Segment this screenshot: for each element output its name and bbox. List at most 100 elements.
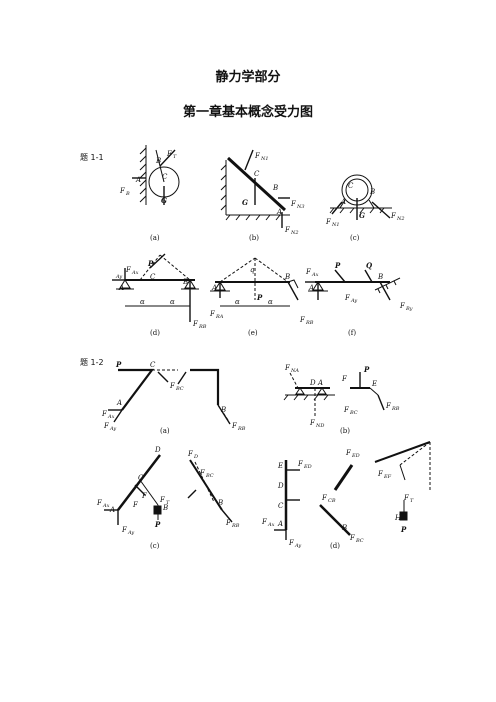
label-G: G	[242, 198, 248, 207]
label-P: P	[334, 261, 341, 270]
label-FRB: F	[225, 519, 232, 527]
label-C: C	[254, 170, 260, 178]
sub-Ay: Ay	[115, 274, 122, 280]
sub-N1: N1	[260, 156, 269, 162]
label-G: G	[359, 211, 365, 220]
sub-ED-2: ED	[351, 453, 360, 459]
label-alpha-2: α	[268, 298, 273, 306]
label-B: B	[341, 524, 347, 532]
caption-1-2-a: (a)	[160, 427, 170, 435]
label-C: C	[150, 361, 156, 369]
label-FRB: F	[299, 316, 306, 324]
sub-RB: RB	[391, 406, 400, 412]
problem-1-2-label: 题 1-2	[80, 358, 104, 367]
label-B: B	[155, 157, 161, 165]
label-FEF: F	[377, 470, 384, 478]
label-H: H	[394, 514, 402, 522]
sub-BC: BC	[349, 410, 358, 416]
label-A: A	[317, 379, 323, 387]
caption-1-1-f: (f)	[348, 329, 356, 337]
label-FT-2: F	[159, 496, 166, 504]
label-FT: F	[403, 494, 410, 502]
label-D: D	[277, 482, 284, 490]
label-E: E	[277, 462, 283, 470]
label-FRA: F	[209, 310, 216, 318]
sub-RB: RB	[305, 320, 314, 326]
label-FBC-prime: F	[341, 375, 348, 383]
label-FBC-prime: F	[141, 492, 148, 500]
sub-By: By	[405, 306, 413, 312]
label-P: P	[154, 520, 161, 529]
sub-T: T	[166, 500, 170, 506]
label-FT: F	[166, 150, 173, 158]
label-B: B	[220, 406, 226, 414]
sub-B: B	[125, 191, 130, 197]
label-D: D	[309, 379, 316, 387]
label-FAy: F	[344, 294, 351, 302]
label-C: C	[278, 502, 284, 510]
figure-1-1-b: F N1 C B G A F N3 F N2	[220, 149, 305, 236]
label-G: G	[161, 196, 167, 205]
sub-N1: N1	[331, 222, 340, 228]
sub-T: T	[410, 498, 414, 504]
sub-T: T	[173, 154, 177, 160]
sub-N2: N2	[290, 230, 299, 236]
label-FRB: F	[192, 320, 199, 328]
sub-RB: RB	[237, 426, 246, 432]
sub-BC: BC	[355, 538, 364, 544]
label-FN1: F	[325, 218, 332, 226]
caption-1-1-e: (e)	[248, 329, 258, 337]
label-FAx: F	[261, 518, 268, 526]
sub-BC-2: BC	[205, 473, 214, 479]
sub-N3: N3	[296, 204, 305, 210]
chapter-title: 第一章基本概念受力图	[182, 105, 313, 120]
label-Q: Q	[366, 261, 372, 270]
sub-Ay: Ay	[294, 543, 301, 549]
problem-1-1-label: 题 1-1	[80, 153, 104, 162]
label-FT: F	[132, 501, 139, 509]
label-FED-prime: F	[297, 460, 304, 468]
figure-1-1-d: F Ax P C A B α α F RB Ay	[112, 253, 207, 330]
sub-Ay: Ay	[350, 298, 357, 304]
label-P: P	[256, 293, 263, 302]
label-B: B	[182, 278, 188, 286]
sub-ND: ND	[315, 423, 324, 429]
figure-1-1-c: C A B G F N1 F N2	[325, 174, 405, 228]
label-FN2: F	[390, 212, 397, 220]
sub-BC: BC	[175, 386, 184, 392]
label-FED: F	[345, 449, 352, 457]
label-FN1: F	[254, 152, 261, 160]
label-C: C	[162, 173, 168, 181]
figure-1-1-a: B F T A F B C G	[119, 145, 180, 205]
sub-RB: RB	[198, 324, 207, 330]
label-B: B	[369, 188, 375, 196]
page-title: 静力学部分	[215, 70, 281, 85]
label-FD: F	[187, 450, 194, 458]
label-FN3: F	[290, 200, 297, 208]
figure-1-2-d: E D C A F ED F Ax F Ay F ED F CB B F BC …	[261, 441, 431, 549]
label-FCB: F	[321, 494, 328, 502]
caption-1-2-d: (d)	[330, 542, 340, 550]
label-FBC: F	[343, 406, 350, 414]
label-FAx: F	[305, 268, 312, 276]
label-B: B	[162, 504, 168, 512]
label-A: A	[308, 284, 314, 292]
label-FAx: F	[101, 410, 108, 418]
label-FB: F	[119, 187, 126, 195]
label-A: A	[116, 399, 122, 407]
sub-Ax: Ax	[131, 270, 139, 276]
figure-1-1-f: F Ax P Q A B F Ay F By	[305, 261, 413, 312]
figure-1-2-b: F NA D A F ND F P E F BC F RB	[283, 364, 400, 429]
label-B-2: B	[217, 499, 223, 507]
label-P: P	[115, 360, 122, 369]
label-FBC: F	[169, 382, 176, 390]
figure-1-2-a: P C A F Ax F Ay F BC B F RB	[101, 360, 246, 432]
label-A: A	[277, 520, 283, 528]
caption-1-1-c: (c)	[350, 234, 360, 242]
sub-Ax: Ax	[102, 503, 110, 509]
label-A: A	[276, 208, 282, 216]
label-C: C	[150, 273, 156, 281]
label-C: C	[138, 474, 144, 482]
sub-EF: EF	[383, 474, 392, 480]
